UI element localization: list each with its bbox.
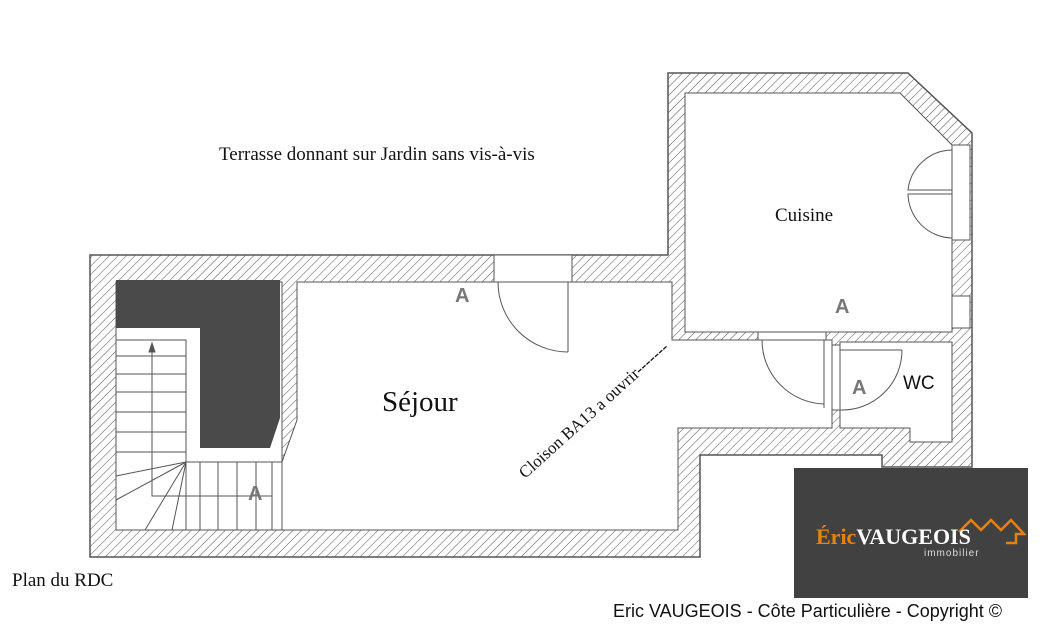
logo-last-name: VAUGEOIS bbox=[856, 524, 971, 549]
logo-first-name: Éric bbox=[816, 524, 857, 549]
logo-subtitle: immobilier bbox=[924, 548, 980, 559]
marker-a: A bbox=[248, 483, 263, 505]
plan-title: Plan du RDC bbox=[12, 570, 114, 591]
room-label-sejour: Séjour bbox=[382, 386, 458, 418]
marker-a: A bbox=[852, 377, 867, 399]
terrace-label: Terrasse donnant sur Jardin sans vis-à-v… bbox=[219, 144, 535, 165]
room-sejour bbox=[281, 281, 833, 531]
house-roof-icon bbox=[958, 518, 1027, 545]
footer-copyright: Eric VAUGEOIS - Côte Particulière - Copy… bbox=[613, 601, 1003, 621]
logo: ÉricVAUGEOIS immobilier bbox=[794, 468, 1028, 598]
marker-a: A bbox=[455, 285, 470, 307]
staircase bbox=[115, 339, 283, 531]
room-label-wc: WC bbox=[903, 373, 935, 394]
doors bbox=[493, 144, 971, 411]
chimney-block bbox=[116, 280, 280, 448]
room-label-cuisine: Cuisine bbox=[775, 205, 834, 226]
room-wc bbox=[839, 341, 953, 443]
marker-a: A bbox=[835, 296, 850, 318]
